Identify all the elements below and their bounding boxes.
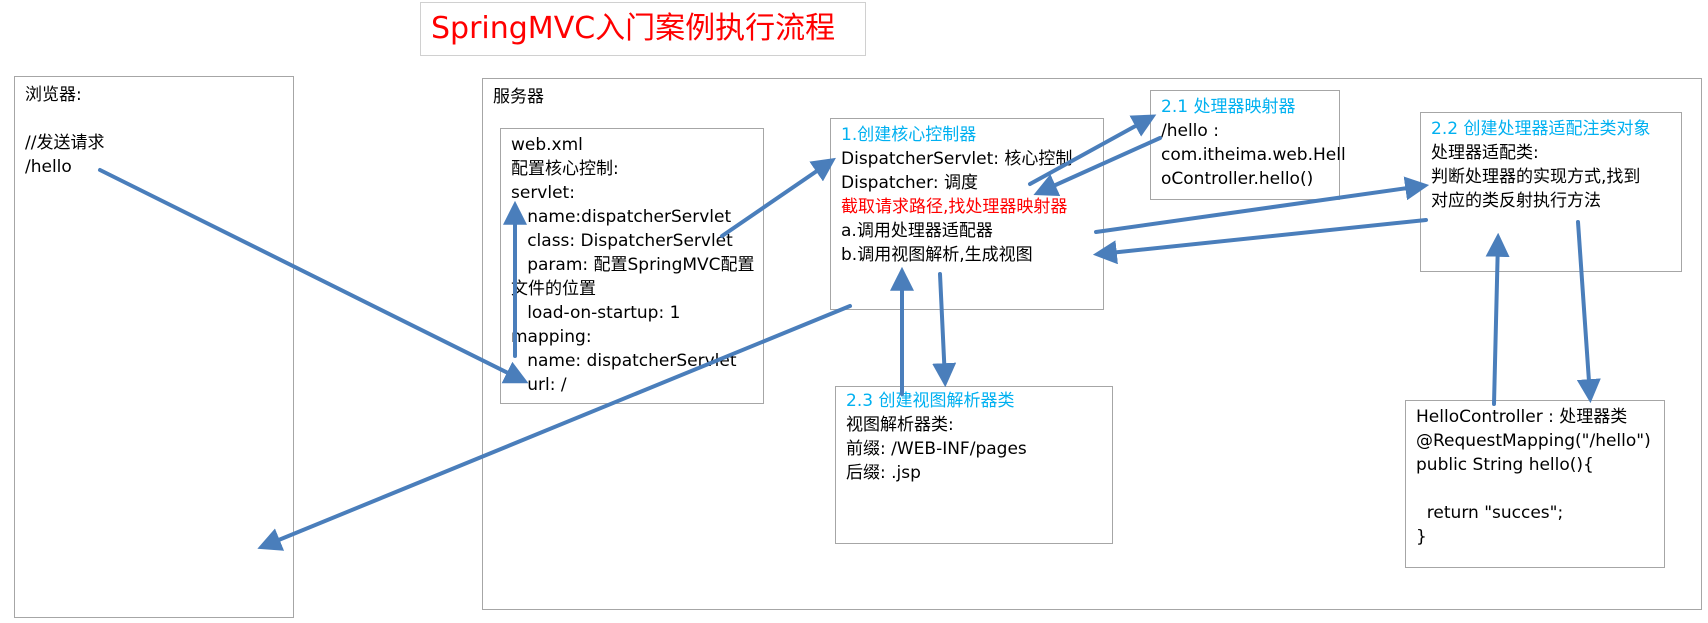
arrow-browser-to-webxml xyxy=(98,168,529,384)
core-line: a.调用处理器适配器 xyxy=(841,221,993,241)
mapper-line: com.itheima.web.Hell xyxy=(1161,145,1346,165)
browser-comment: //发送请求 xyxy=(25,133,105,153)
server-label: 服务器 xyxy=(493,87,544,107)
arrow-core-to-mapper xyxy=(1028,114,1157,186)
controller-line: @RequestMapping("/hello") xyxy=(1416,431,1651,451)
mapper-line: oController.hello() xyxy=(1161,169,1314,189)
webxml-lines: web.xml 配置核心控制: servlet: name:dispatcher… xyxy=(511,133,755,397)
controller-line: public String hello(){ xyxy=(1416,455,1594,475)
webxml-box: web.xml 配置核心控制: servlet: name:dispatcher… xyxy=(500,128,764,404)
webxml-line: servlet: xyxy=(511,183,575,203)
arrow-core-to-resolver xyxy=(932,272,957,388)
webxml-line: 配置核心控制: xyxy=(511,159,619,179)
resolver-line: 前缀: /WEB-INF/pages xyxy=(846,439,1027,459)
core-heading: 1.创建核心控制器 xyxy=(841,125,977,145)
arrow-controller-to-adapter xyxy=(1485,232,1510,406)
adapter-line: 对应的类反射执行方法 xyxy=(1431,191,1601,211)
arrow-core-to-adapter xyxy=(1094,176,1430,234)
core-line: DispatcherServlet: 核心控制 xyxy=(841,149,1073,169)
webxml-line: 文件的位置 xyxy=(511,279,596,299)
adapter-line: 判断处理器的实现方式,找到 xyxy=(1431,167,1641,187)
core-line-highlight: 截取请求路径,找处理器映射器 xyxy=(841,197,1068,217)
webxml-line: load-on-startup: 1 xyxy=(511,303,681,323)
arrow-webxml-to-core xyxy=(720,157,836,238)
controller-line: } xyxy=(1416,527,1427,547)
diagram-title: SpringMVC入门案例执行流程 xyxy=(420,2,866,56)
core-line: Dispatcher: 调度 xyxy=(841,173,978,193)
controller-line: return "succes"; xyxy=(1416,503,1564,523)
webxml-line: web.xml xyxy=(511,135,583,155)
resolver-heading: 2.3 创建视图解析器类 xyxy=(846,391,1015,411)
controller-line: HelloController : 处理器类 xyxy=(1416,407,1628,427)
webxml-line: name:dispatcherServlet xyxy=(511,207,732,227)
view-resolver-box: 2.3 创建视图解析器类 视图解析器类: 前缀: /WEB-INF/pages … xyxy=(835,386,1113,544)
arrow-adapter-to-core xyxy=(1092,218,1428,265)
arrow-adapter-to-controller xyxy=(1576,220,1601,404)
core-controller-box: 1.创建核心控制器 DispatcherServlet: 核心控制 Dispat… xyxy=(830,118,1104,310)
webxml-line: class: DispatcherServlet xyxy=(511,231,733,251)
browser-box: 浏览器: //发送请求 /hello xyxy=(14,76,294,618)
adapter-line: 处理器适配类: xyxy=(1431,143,1539,163)
handler-mapper-box: 2.1 处理器映射器 /hello : com.itheima.web.Hell… xyxy=(1150,90,1346,200)
browser-label: 浏览器: xyxy=(25,85,82,105)
handler-adapter-box: 2.2 创建处理器适配注类对象 处理器适配类: 判断处理器的实现方式,找到 对应… xyxy=(1420,112,1682,272)
webxml-line: mapping: xyxy=(511,327,592,347)
hello-controller-box: HelloController : 处理器类 @RequestMapping("… xyxy=(1405,400,1665,568)
browser-path: /hello xyxy=(25,157,72,177)
arrow-mapper-to-core xyxy=(1033,136,1162,197)
webxml-line: param: 配置SpringMVC配置 xyxy=(511,255,755,275)
mapper-heading: 2.1 处理器映射器 xyxy=(1161,97,1296,117)
resolver-line: 视图解析器类: xyxy=(846,415,954,435)
arrow-core-to-browser xyxy=(257,304,852,551)
adapter-heading: 2.2 创建处理器适配注类对象 xyxy=(1431,119,1651,139)
webxml-line: url: / xyxy=(511,375,567,395)
mapper-line: /hello : xyxy=(1161,121,1219,141)
core-line: b.调用视图解析,生成视图 xyxy=(841,245,1033,265)
resolver-line: 后缀: .jsp xyxy=(846,463,921,483)
